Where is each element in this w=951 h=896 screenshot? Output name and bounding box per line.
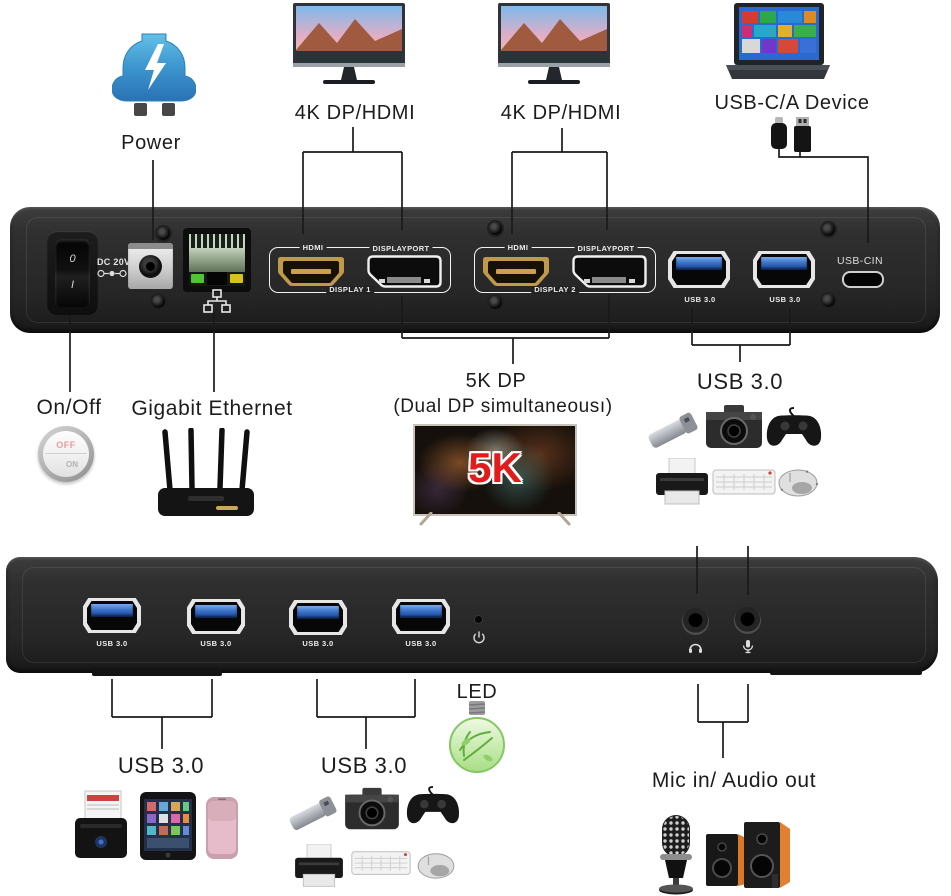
power-symbol-icon bbox=[473, 631, 485, 644]
led-label: LED bbox=[456, 681, 498, 703]
screw bbox=[489, 222, 502, 235]
laptop-icon bbox=[726, 3, 830, 79]
tv-5k: 5K bbox=[413, 424, 577, 516]
display2-callout-label: 4K DP/HDMI bbox=[500, 102, 622, 124]
hdmi-port bbox=[483, 257, 549, 286]
mic-jack bbox=[734, 607, 761, 634]
screw bbox=[822, 223, 835, 236]
power-rocker-switch: 0 I bbox=[47, 231, 98, 315]
ethernet-icon bbox=[203, 289, 231, 313]
usbc-device-label: USB-C/A Device bbox=[714, 92, 870, 114]
hdd-dock-icon bbox=[75, 790, 127, 858]
fivek-subtitle: (Dual DP simultaneousı) bbox=[393, 396, 613, 417]
phone-icon bbox=[206, 797, 238, 859]
usb3-port-front-2-label: USB 3.0 bbox=[200, 639, 232, 648]
hdmi2-port-label: HDMI bbox=[504, 244, 532, 252]
dock-front-panel bbox=[6, 557, 938, 673]
fivek-title: 5K DP bbox=[465, 370, 527, 392]
ethernet-port bbox=[183, 228, 251, 292]
usb3-back-label: USB 3.0 bbox=[696, 369, 784, 394]
onoff-button-off-text: OFF bbox=[56, 440, 76, 450]
usb3-front-right-label: USB 3.0 bbox=[320, 753, 408, 778]
dp2-port-label: DISPLAYPORT bbox=[574, 245, 638, 253]
displayport-port bbox=[572, 255, 647, 288]
usb3-port-front-1 bbox=[83, 598, 141, 633]
screw bbox=[152, 295, 165, 308]
usb3-port-front-4 bbox=[392, 599, 450, 634]
dc-20v-label: DC 20V bbox=[97, 257, 131, 267]
led-indicator-hole bbox=[475, 616, 482, 623]
hdmi-port bbox=[278, 257, 344, 286]
power-label: Power bbox=[121, 132, 181, 154]
flash-drive-icon bbox=[289, 796, 337, 830]
dock-front-seam bbox=[22, 567, 926, 663]
dock-foot bbox=[92, 670, 222, 676]
screw bbox=[489, 296, 502, 309]
keyboard-icon bbox=[351, 851, 411, 875]
hdmi1-port-label: HDMI bbox=[299, 244, 327, 252]
usb3-port-front-2 bbox=[187, 599, 245, 634]
usb3-port-back-2-label: USB 3.0 bbox=[769, 295, 801, 304]
onoff-button-on-text: ON bbox=[66, 460, 78, 469]
dc-power-jack bbox=[128, 243, 173, 289]
display1-group-label: DISPLAY 1 bbox=[326, 286, 374, 294]
mouse-icon bbox=[778, 469, 818, 497]
usb3-port-front-3-label: USB 3.0 bbox=[302, 639, 334, 648]
camera-icon bbox=[706, 405, 762, 448]
usbc-port bbox=[842, 271, 884, 288]
microphone-icon bbox=[659, 815, 693, 895]
usbc-port-label: USB-CIN bbox=[837, 255, 883, 267]
printer-icon bbox=[295, 844, 343, 887]
monitor-icon bbox=[498, 3, 610, 84]
rocker-on-label: I bbox=[70, 279, 75, 291]
speakers-icon bbox=[706, 822, 790, 888]
tablet-icon bbox=[140, 792, 196, 860]
usb3-port-back-2 bbox=[753, 251, 815, 288]
displayport-port bbox=[367, 255, 442, 288]
tv-legs bbox=[419, 512, 571, 526]
usb3-front-left-label: USB 3.0 bbox=[117, 753, 205, 778]
tv-5k-text: 5K bbox=[468, 444, 522, 491]
usb3-port-back-1-label: USB 3.0 bbox=[684, 295, 716, 304]
screw bbox=[157, 227, 170, 240]
headphone-icon bbox=[689, 643, 702, 653]
gigabit-ethernet-label: Gigabit Ethernet bbox=[131, 397, 293, 420]
monitor-icon bbox=[293, 3, 405, 84]
flash-drive-icon bbox=[648, 412, 698, 448]
keyboard-icon bbox=[712, 469, 776, 495]
display2-group-label: DISPLAY 2 bbox=[531, 286, 579, 294]
gamepad-icon bbox=[406, 785, 460, 824]
headphone-jack bbox=[682, 608, 709, 635]
dock-foot bbox=[770, 669, 922, 675]
rocker-off-label: 0 bbox=[69, 253, 76, 265]
onoff-label: On/Off bbox=[36, 396, 102, 419]
bulb-icon bbox=[449, 701, 505, 773]
usb3-port-front-4-label: USB 3.0 bbox=[405, 639, 437, 648]
gamepad-icon bbox=[766, 407, 822, 446]
dp1-port-label: DISPLAYPORT bbox=[369, 245, 433, 253]
onoff-button: OFF ON bbox=[38, 426, 94, 482]
audio-label: Mic in/ Audio out bbox=[651, 769, 817, 792]
printer-icon bbox=[656, 458, 708, 505]
power-adapter-icon bbox=[112, 33, 196, 116]
usb-plugs-icon bbox=[771, 117, 811, 152]
mouse-icon bbox=[417, 853, 455, 879]
usb3-port-front-1-label: USB 3.0 bbox=[96, 639, 128, 648]
screw bbox=[822, 294, 835, 307]
display1-callout-label: 4K DP/HDMI bbox=[294, 102, 416, 124]
dc-polarity-icon bbox=[97, 269, 127, 278]
dock-back-seam bbox=[26, 217, 926, 323]
camera-icon bbox=[345, 787, 399, 830]
usb3-port-front-3 bbox=[289, 600, 347, 635]
mic-icon bbox=[742, 640, 754, 654]
router-icon bbox=[158, 428, 254, 516]
usb3-port-back-1 bbox=[668, 251, 730, 288]
